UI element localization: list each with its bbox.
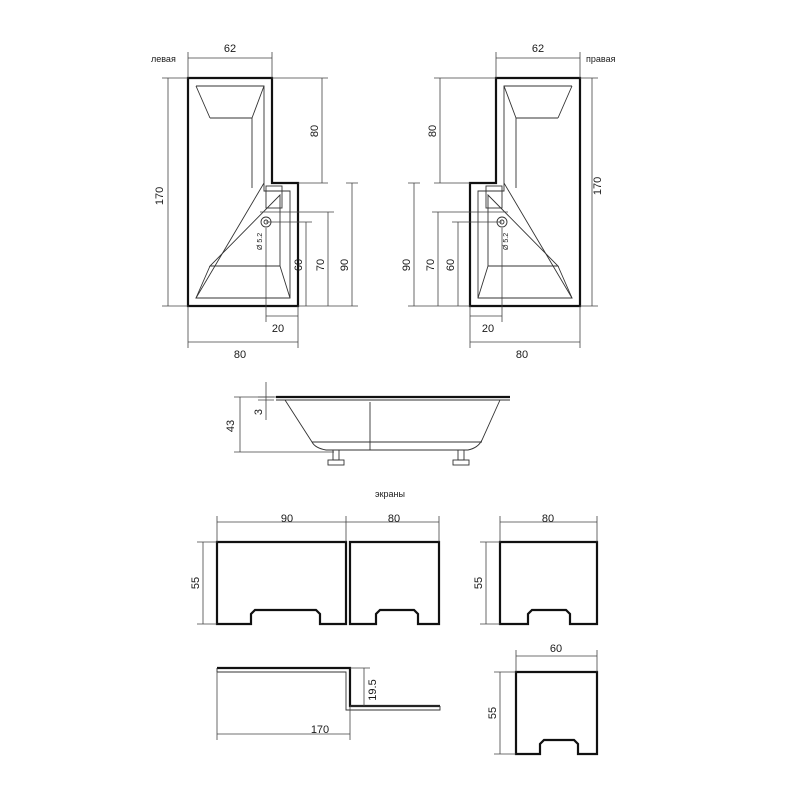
left-bathtub-plan: Ø 5.2 62 левая 170 80 90 70 60 20 80 [151, 43, 358, 361]
right-dim-60: 60 [445, 259, 457, 271]
right-dim-170: 170 [592, 177, 604, 195]
right-dim-90: 90 [401, 259, 413, 271]
right-step-niche [485, 185, 503, 209]
left-dim-90: 90 [339, 259, 351, 271]
end60-dim-60: 60 [550, 643, 562, 655]
left-dim-80-top: 80 [309, 125, 321, 137]
right-dim-80-top: 80 [427, 125, 439, 137]
screen-plan-shape [217, 666, 440, 708]
front-panel-90 [215, 540, 348, 626]
left-dim-60: 60 [293, 259, 305, 271]
left-dim-80-bottom: 80 [234, 349, 246, 361]
left-dim-20: 20 [272, 323, 284, 335]
end80-dim-80: 80 [542, 513, 554, 525]
end-screen-60: 60 55 [487, 643, 599, 756]
front-dim-90: 90 [281, 513, 293, 525]
side-body [284, 399, 501, 451]
left-dim-170: 170 [154, 187, 166, 205]
end60-dim-55: 55 [487, 707, 499, 719]
left-dim-70: 70 [315, 259, 327, 271]
right-dim-70: 70 [425, 259, 437, 271]
side-view: 43 3 [225, 382, 510, 466]
plan-dim-19-5: 19.5 [367, 679, 379, 700]
end-panel-60 [514, 670, 599, 756]
side-dim-3: 3 [253, 409, 265, 415]
right-bathtub-plan: Ø 5.2 62 правая 170 80 90 70 60 20 80 [401, 43, 616, 361]
left-drain-label: Ø 5.2 [257, 233, 264, 250]
front-panel-80 [348, 540, 441, 626]
side-right-foot [452, 449, 470, 466]
side-dim-43: 43 [225, 420, 237, 432]
end-screen-80: 80 55 [473, 513, 599, 626]
front-dim-80: 80 [388, 513, 400, 525]
screen-plan-view: 19.5 170 [216, 666, 441, 740]
end80-dim-55: 55 [473, 577, 485, 589]
right-side-label: правая [586, 54, 616, 64]
right-drain-label: Ø 5.2 [503, 233, 510, 250]
plan-dim-170: 170 [311, 724, 329, 736]
screens-title: экраны [375, 489, 405, 499]
left-dim-62: 62 [224, 43, 236, 55]
right-dim-80-bottom: 80 [516, 349, 528, 361]
left-side-label: левая [151, 54, 176, 64]
side-left-foot [327, 449, 345, 466]
right-dim-20: 20 [482, 323, 494, 335]
end-panel-80 [498, 540, 599, 626]
front-screen-panels: 90 80 55 [190, 513, 441, 626]
left-step-niche [265, 185, 283, 209]
front-dim-55: 55 [190, 577, 202, 589]
right-dim-62: 62 [532, 43, 544, 55]
